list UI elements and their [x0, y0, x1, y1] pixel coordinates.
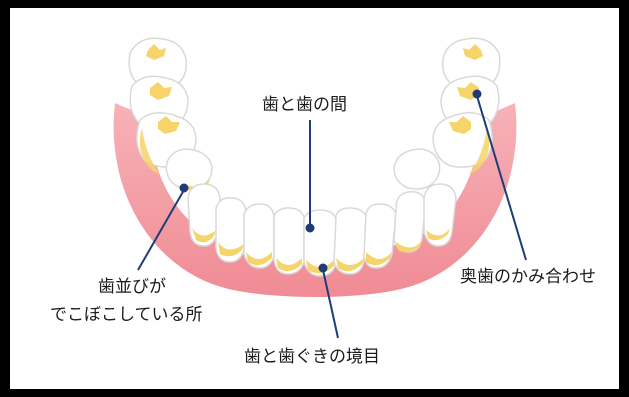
dot-uneven [181, 185, 188, 192]
dot-molar [474, 91, 481, 98]
dental-arch-diagram [10, 8, 619, 389]
label-between-teeth: 歯と歯の間 [262, 94, 347, 116]
dot-between-teeth [307, 225, 314, 232]
label-molar-bite: 奥歯のかみ合わせ [460, 266, 596, 288]
label-uneven-line2: でこぼこしている所 [50, 304, 203, 326]
dot-gum-border [320, 265, 327, 272]
label-gum-border: 歯と歯ぐきの境目 [244, 346, 380, 368]
label-uneven-line1: 歯並びが [98, 276, 166, 298]
illustration-frame: 歯と歯の間 歯並びが でこぼこしている所 奥歯のかみ合わせ 歯と歯ぐきの境目 [10, 8, 619, 389]
